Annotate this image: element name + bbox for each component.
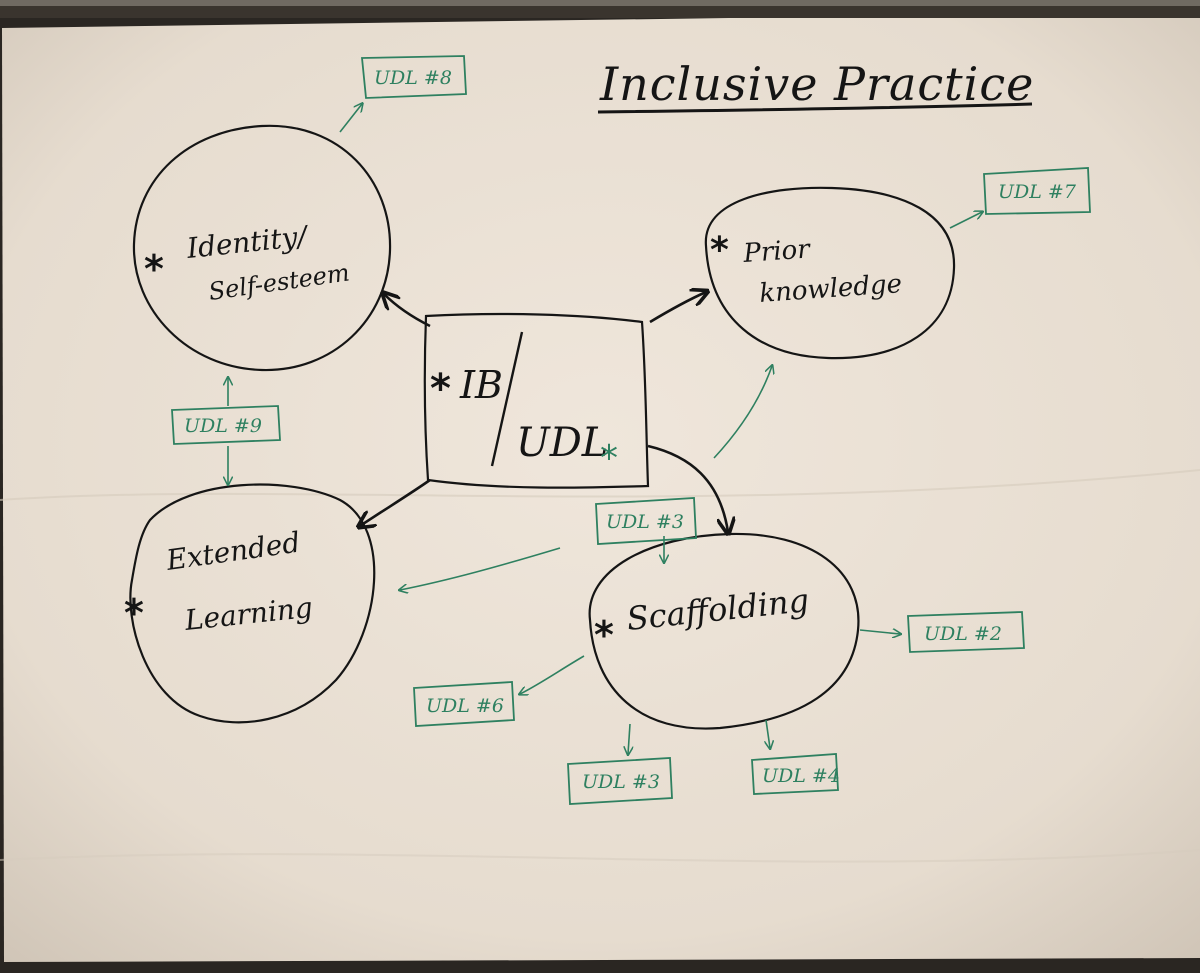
diagram-title: Inclusive Practice xyxy=(599,57,1034,111)
svg-text:UDL #8: UDL #8 xyxy=(374,67,452,89)
center-slash xyxy=(490,331,524,467)
arrow-scaffold-to-extended-green xyxy=(400,547,561,590)
svg-text:UDL #7: UDL #7 xyxy=(998,181,1077,203)
udl-tag-7: UDL #7 xyxy=(983,167,1091,215)
arrow-scaffold-to-udl2 xyxy=(859,630,900,634)
title-underline xyxy=(597,102,1033,114)
arrow-center-to-extended xyxy=(360,478,431,526)
center-label-ib: IB xyxy=(459,363,503,407)
center-label-udl: UDL xyxy=(516,420,608,466)
arrow-center-to-prior-green xyxy=(713,366,772,459)
center-star: * xyxy=(430,366,451,412)
arrow-scaffold-to-udl4 xyxy=(766,719,770,748)
svg-text:UDL #9: UDL #9 xyxy=(184,415,262,437)
udl-tag-4: UDL #4 xyxy=(751,753,840,795)
prior-label-line1: Prior xyxy=(741,234,812,269)
svg-text:UDL #3: UDL #3 xyxy=(606,511,684,533)
udl-tag-3-top: UDL #3 xyxy=(595,497,697,545)
extended-star: * xyxy=(124,591,144,635)
udl-tags: UDL #8 UDL #7 UDL #9 UDL #3 UDL #2 UDL #… xyxy=(171,55,1091,805)
scaffolding-star: * xyxy=(594,613,614,657)
arrow-center-to-prior xyxy=(649,292,706,324)
black-arrows xyxy=(360,292,728,532)
identity-star: * xyxy=(144,247,164,291)
udl-tag-6: UDL #6 xyxy=(413,681,515,727)
svg-text:UDL #3: UDL #3 xyxy=(582,771,660,793)
svg-text:UDL #4: UDL #4 xyxy=(762,765,840,787)
arrow-center-to-scaffolding xyxy=(647,444,728,532)
svg-text:UDL #2: UDL #2 xyxy=(924,623,1002,645)
arrow-scaffold-to-udl6 xyxy=(520,655,585,694)
arrow-scaffold-to-udl3-bottom xyxy=(628,723,630,754)
prior-star: * xyxy=(710,230,729,271)
arrow-identity-to-udl8 xyxy=(339,104,362,133)
node-center-ib-udl: * IB UDL * xyxy=(423,312,650,489)
arrow-prior-to-udl7 xyxy=(949,212,982,229)
udl-tag-3-bottom: UDL #3 xyxy=(567,757,673,805)
top-edge-band xyxy=(0,0,1200,18)
center-green-star: * xyxy=(600,438,618,479)
udl-tag-2: UDL #2 xyxy=(907,611,1025,653)
green-arrows xyxy=(228,104,982,754)
udl-tag-8: UDL #8 xyxy=(361,55,467,99)
svg-text:UDL #6: UDL #6 xyxy=(426,695,504,717)
udl-tag-9: UDL #9 xyxy=(171,405,281,445)
arrow-center-to-identity xyxy=(384,294,431,328)
